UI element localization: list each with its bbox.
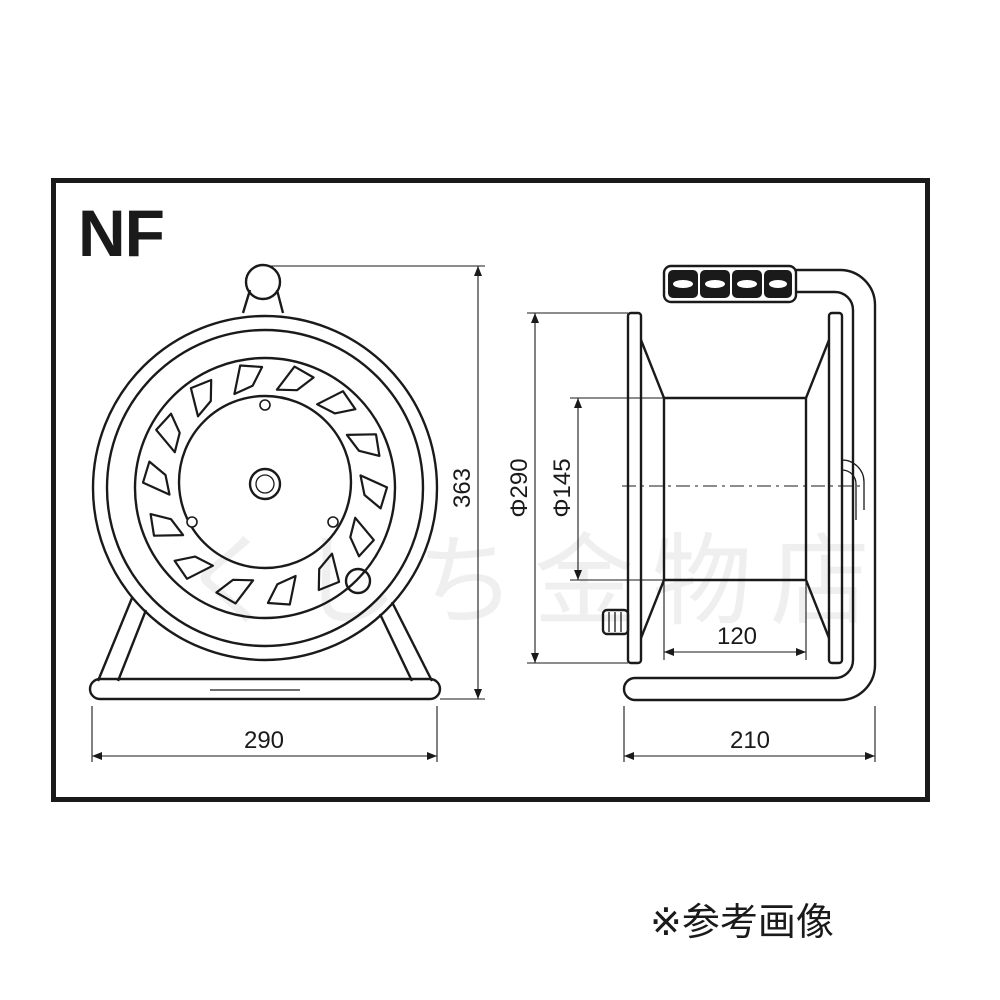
front-flange-outer [91, 314, 439, 662]
front-slot [189, 378, 213, 418]
front-slot [155, 412, 181, 454]
front-slot [141, 460, 171, 496]
side-bevel-left [639, 339, 666, 639]
front-axle-outer [248, 467, 282, 501]
outer-diameter-label: Φ290 [506, 458, 533, 517]
front-hub [177, 394, 353, 570]
side-frame-bend-inner [841, 469, 857, 520]
front-dimensions: 290 363 [91, 265, 485, 762]
drum-length-label: 120 [717, 623, 757, 650]
front-slot [317, 552, 341, 592]
front-slot [173, 555, 214, 580]
side-view [601, 264, 877, 702]
front-slot [215, 578, 255, 605]
side-frame-outer [622, 268, 877, 702]
front-handle-post-right [275, 289, 285, 314]
front-slot [316, 390, 357, 415]
front-slot [359, 474, 389, 510]
side-frame-bend [841, 459, 865, 510]
front-handle-knob [244, 263, 282, 301]
front-base-stand [88, 677, 442, 701]
front-slot [349, 516, 375, 558]
front-slot [345, 433, 381, 457]
front-winding-knob [344, 567, 372, 595]
front-slot [275, 365, 315, 392]
side-dimensions: Φ290 Φ145 120 210 [506, 312, 876, 762]
side-depth-label: 210 [730, 727, 770, 754]
front-leg-right-inner [378, 613, 414, 682]
front-view [88, 263, 442, 701]
watermark: くしち金物店 [180, 523, 888, 640]
drawing-frame [51, 178, 930, 802]
front-hub-screw-right [327, 516, 339, 528]
front-width-label: 290 [244, 727, 284, 754]
front-slot [266, 574, 297, 606]
front-flange-rim [105, 328, 425, 648]
model-title: NF [78, 196, 165, 270]
front-leg-left-inner [116, 609, 148, 682]
side-winding-knob [601, 608, 630, 636]
front-hub-screw-top [259, 399, 271, 411]
front-slot [149, 513, 185, 537]
front-leg-left-outer [96, 597, 134, 682]
side-flange-right [827, 311, 844, 665]
front-axle-inner [255, 474, 275, 494]
side-grip-handle [662, 264, 798, 304]
front-handle-post-left [241, 289, 252, 314]
reference-image-note: ※参考画像 [650, 900, 834, 944]
front-hub-screw-left [186, 516, 198, 528]
side-flange-left [626, 311, 643, 665]
drum-diameter-label: Φ145 [549, 458, 576, 517]
side-bevel-right [804, 339, 831, 639]
front-flange-inner [133, 356, 397, 620]
front-leg-right-outer [390, 601, 434, 682]
front-height-label: 363 [449, 468, 476, 508]
front-slot-ring [141, 364, 389, 606]
front-slot [233, 364, 264, 396]
